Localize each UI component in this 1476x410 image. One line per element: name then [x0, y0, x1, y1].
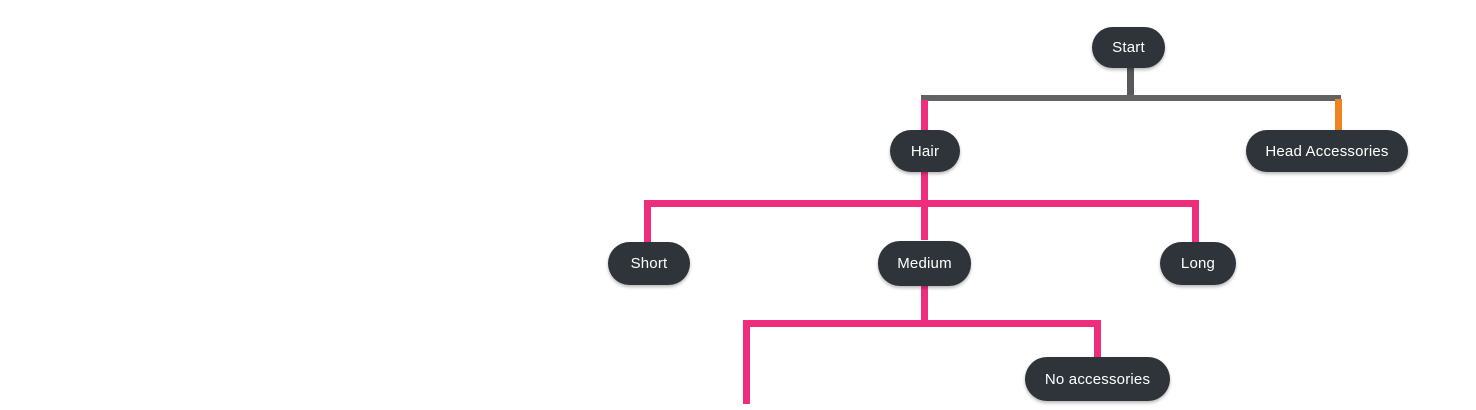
edge-start-hair-drop	[921, 100, 928, 130]
node-no-accessories[interactable]: No accessories	[1025, 357, 1170, 401]
node-head-accessories-label: Head Accessories	[1265, 142, 1389, 160]
node-medium[interactable]: Medium	[878, 241, 971, 286]
edge-medium-offscreen-drop	[743, 320, 750, 404]
edge-hair-short-drop	[644, 200, 651, 242]
edge-medium-stem-vertical	[921, 286, 928, 327]
edge-start-trunk-horizontal	[921, 95, 1341, 101]
node-long-label: Long	[1180, 255, 1216, 272]
node-start-label: Start	[1112, 39, 1145, 56]
node-hair[interactable]: Hair	[890, 130, 960, 172]
edge-start-head-accessories-drop	[1335, 99, 1342, 130]
node-short-label: Short	[630, 255, 668, 272]
edge-medium-no-accessories-drop	[1094, 320, 1101, 357]
node-short[interactable]: Short	[608, 242, 690, 285]
edge-hair-long-drop	[1192, 200, 1199, 242]
edge-hair-branch-horizontal	[644, 200, 1199, 207]
edge-medium-branch-horizontal	[743, 320, 1101, 327]
node-medium-label: Medium	[897, 255, 952, 272]
node-long[interactable]: Long	[1160, 242, 1236, 285]
node-hair-label: Hair	[910, 142, 940, 160]
edge-start-trunk-vertical	[1127, 68, 1134, 98]
node-no-accessories-label: No accessories	[1044, 370, 1151, 388]
node-head-accessories[interactable]: Head Accessories	[1246, 130, 1408, 172]
node-start[interactable]: Start	[1092, 27, 1165, 68]
